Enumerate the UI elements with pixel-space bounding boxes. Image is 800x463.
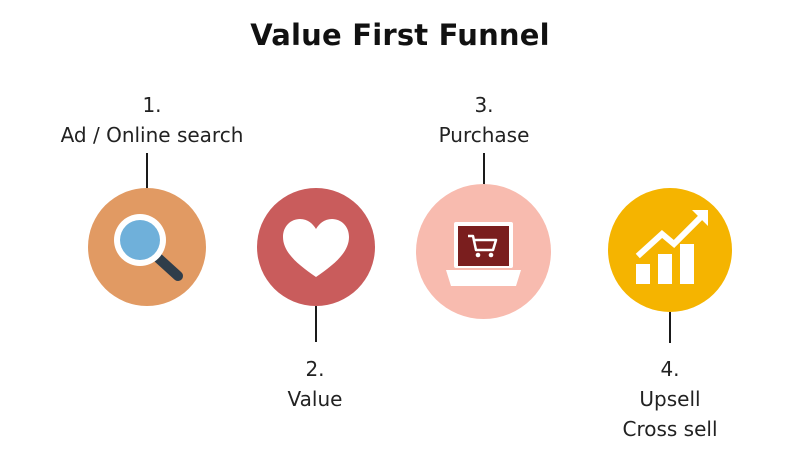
step-4-connector [669,312,671,343]
step-2-number: 2. [305,357,325,381]
diagram-title: Value First Funnel [250,18,550,52]
step-3-circle [416,184,551,319]
step-1-circle [88,188,206,306]
step-3-number: 3. [474,93,494,117]
step-4-label: 4. Upsell Cross sell [570,354,770,444]
magnifier-icon [114,214,183,281]
step-3-text: Purchase [438,123,530,147]
heart-icon [283,219,349,277]
step-2-connector [315,306,317,342]
growth-chart-icon [635,210,708,284]
laptop-cart-icon [446,222,521,286]
step-1-number: 1. [142,93,162,117]
step-1-connector [146,153,148,188]
step-2-text: Value [287,387,343,411]
step-2-circle [257,188,375,306]
step-1-text: Ad / Online search [60,123,244,147]
step-3-connector [483,153,485,186]
step-4-text-line-1: Upsell [639,387,701,411]
step-4-text-line-2: Cross sell [622,417,718,441]
step-2-label: 2. Value [215,354,415,414]
step-4-circle [608,188,732,312]
step-3-label: 3. Purchase [384,90,584,150]
step-4-number: 4. [660,357,680,381]
step-1-label: 1. Ad / Online search [52,90,252,150]
